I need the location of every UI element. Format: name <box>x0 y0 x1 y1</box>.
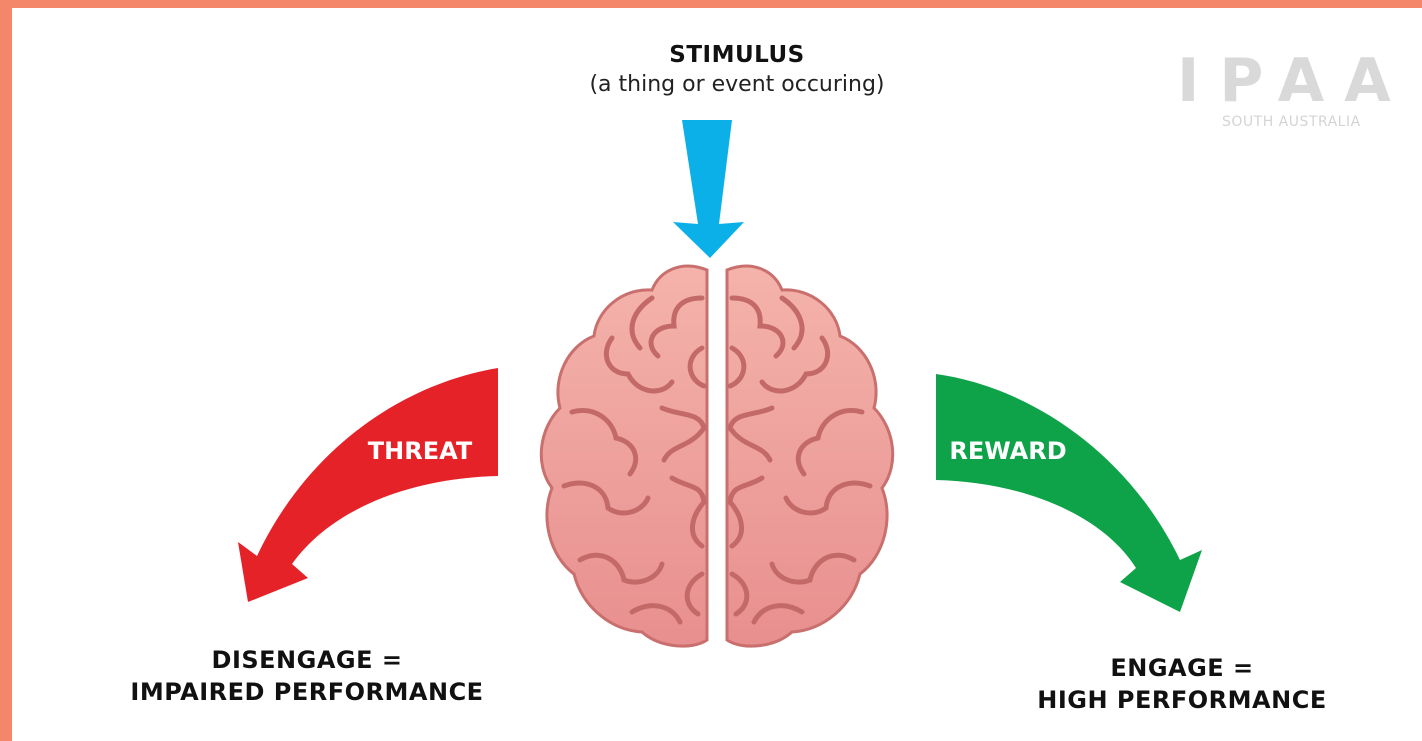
stimulus-subtitle: (a thing or event occuring) <box>532 72 942 97</box>
disengage-outcome: DISENGAGE = IMPAIRED PERFORMANCE <box>102 644 512 708</box>
reward-label: REWARD <box>949 437 1066 465</box>
diagram-canvas: THREAT REWARD STIMULUS (a thing or event… <box>12 8 1422 741</box>
engage-outcome: ENGAGE = HIGH PERFORMANCE <box>1007 652 1357 716</box>
threat-label: THREAT <box>368 437 473 465</box>
logo-subtitle: SOUTH AUSTRALIA <box>1222 114 1361 130</box>
ipaa-logo: IPAA SOUTH AUSTRALIA <box>1177 46 1407 136</box>
threat-arrow <box>238 368 498 602</box>
reward-arrow <box>936 374 1202 612</box>
engage-line-2: HIGH PERFORMANCE <box>1007 684 1357 716</box>
engage-line-1: ENGAGE = <box>1007 652 1357 684</box>
brain-right-hemisphere <box>727 266 893 646</box>
stimulus-title: STIMULUS <box>572 42 902 68</box>
stimulus-arrow <box>673 120 744 258</box>
logo-letters: IPAA <box>1177 46 1411 116</box>
disengage-line-1: DISENGAGE = <box>102 644 512 676</box>
disengage-line-2: IMPAIRED PERFORMANCE <box>102 676 512 708</box>
brain-left-hemisphere <box>541 266 707 646</box>
brain-illustration <box>541 266 892 646</box>
